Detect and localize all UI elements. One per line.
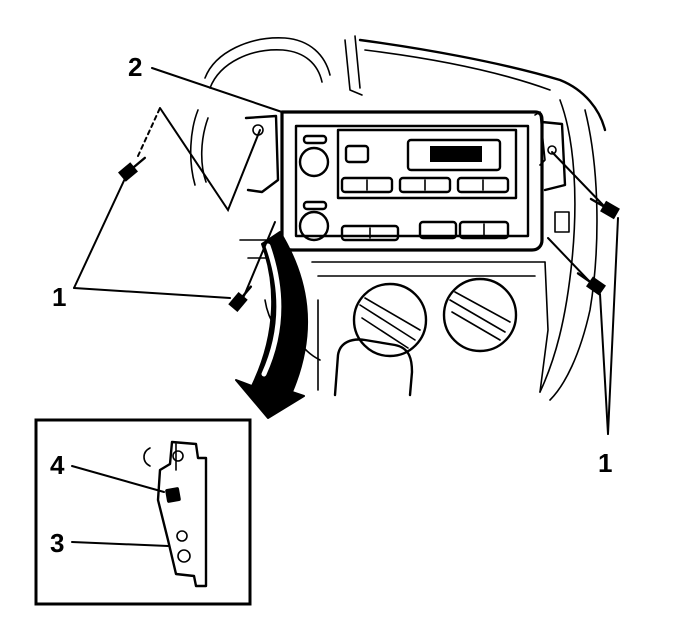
detail-inset bbox=[34, 418, 252, 606]
leader-lines bbox=[73, 67, 619, 435]
callout-inset-item-3: 3 bbox=[50, 528, 64, 558]
callout-inset-item-4: 4 bbox=[50, 450, 65, 480]
radio-display bbox=[406, 138, 502, 172]
radio-bezel bbox=[244, 110, 570, 252]
callout-screws-right: 1 bbox=[598, 448, 612, 478]
volume-knob bbox=[298, 146, 330, 178]
tune-knob bbox=[298, 210, 330, 242]
curved-arrow-icon bbox=[235, 231, 309, 419]
callout-screws-left: 1 bbox=[52, 282, 66, 312]
dashboard-background bbox=[189, 35, 607, 401]
callout-radio-bezel: 2 bbox=[128, 52, 142, 82]
